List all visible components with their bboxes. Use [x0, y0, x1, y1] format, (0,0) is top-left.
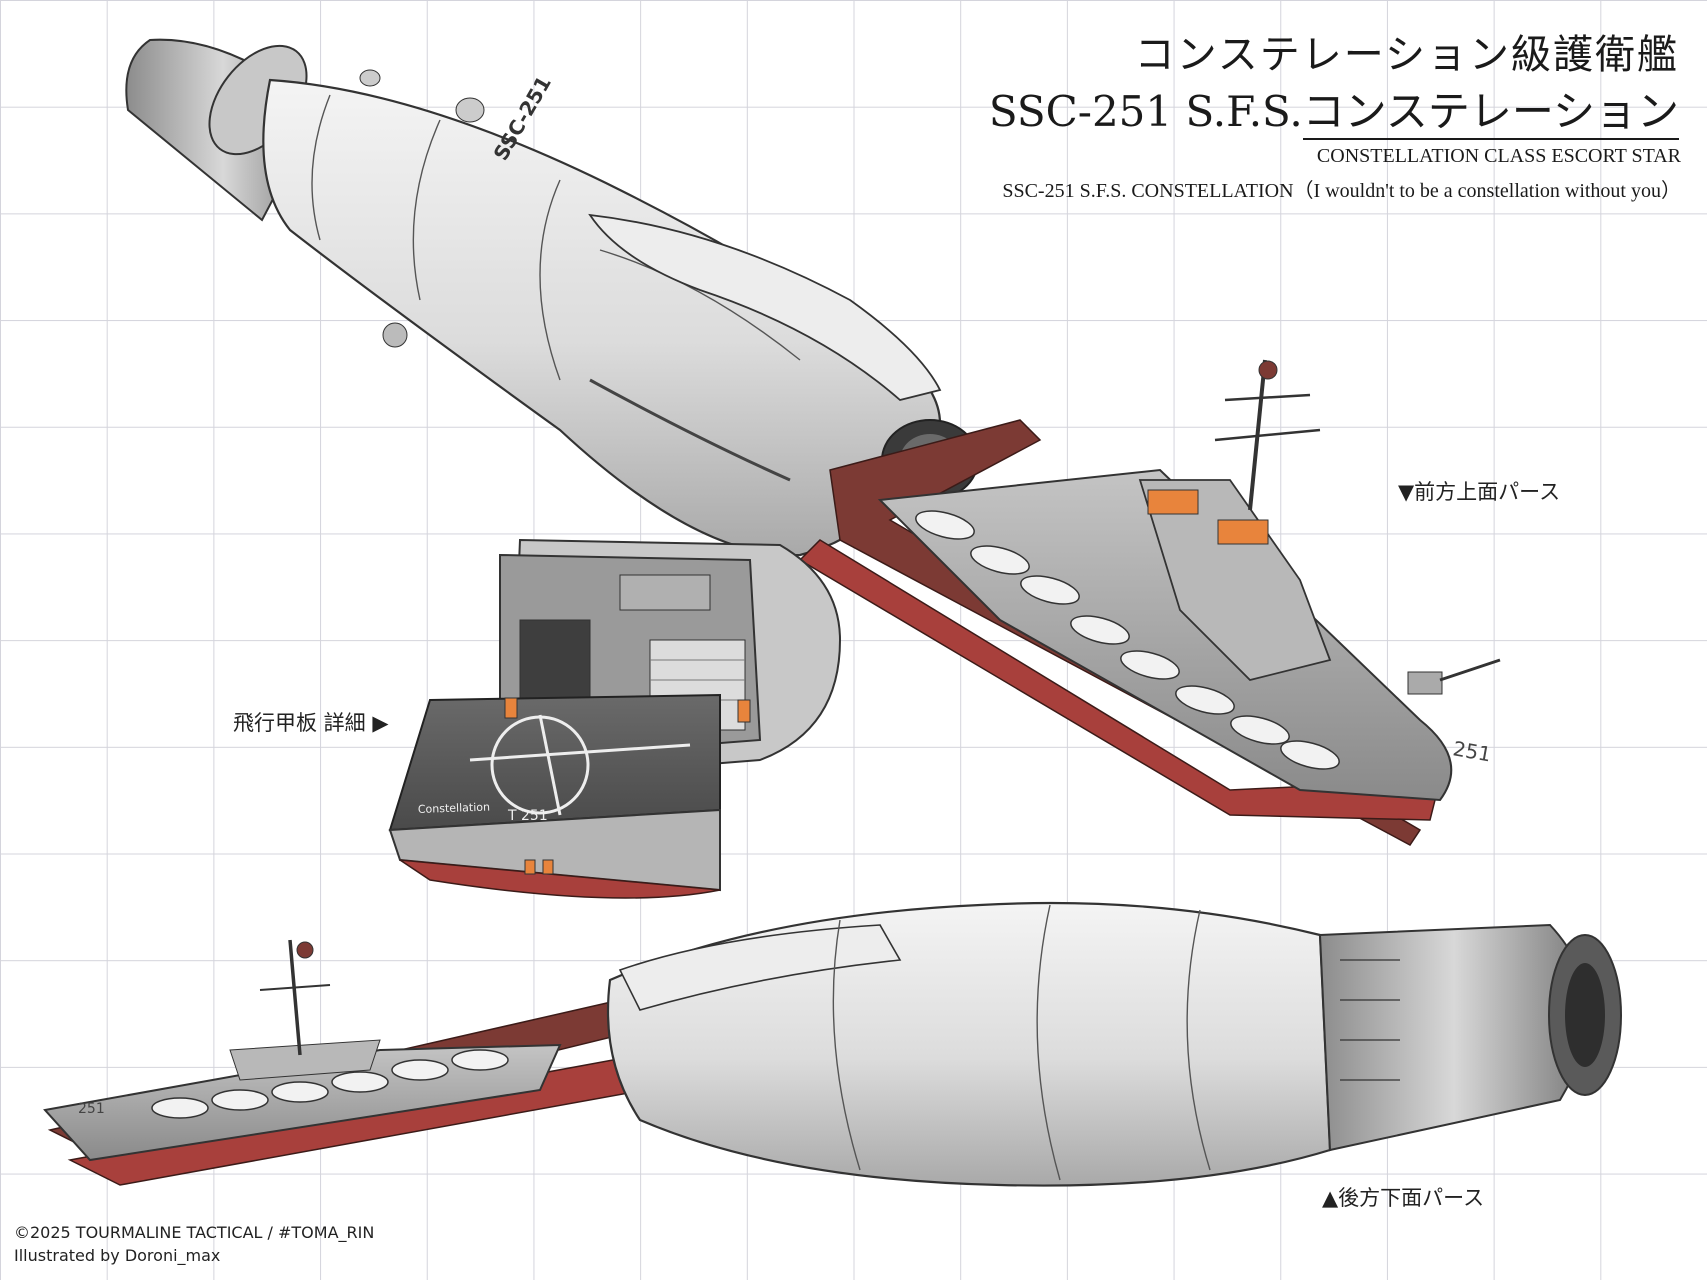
- copyright-credit: ©2025 TOURMALINE TACTICAL / #TOMA_RIN: [14, 1223, 375, 1242]
- superstructure: [1138, 479, 1332, 681]
- missile-pods: [915, 510, 1340, 770]
- rear-mast: [288, 939, 302, 1056]
- rear-engine-nozzle: [1318, 923, 1589, 1152]
- upper-canopy: [588, 213, 942, 401]
- rear-missile-pods: [151, 1049, 509, 1119]
- ship-designation: SSC-251 S.F.S.: [988, 87, 1303, 136]
- japanese-ship-title: SSC-251 S.F.S.コンステレーション: [988, 78, 1679, 140]
- caption-rear-lower-view: ▲後方下面パース: [1322, 1186, 1485, 1210]
- ship-name-jp: コンステレーション: [1302, 87, 1679, 140]
- english-ship-title: SSC-251 S.F.S. CONSTELLATION（I wouldn't …: [1002, 180, 1681, 202]
- rear-lower-view: 251: [43, 901, 1622, 1187]
- destroyer-hull: [877, 468, 1453, 802]
- front-upper-view: SSC-251 251: [125, 38, 1501, 846]
- caption-flight-deck-detail: 飛行甲板 詳細 ▶: [233, 711, 389, 735]
- deck-ship-name: Constellation: [418, 800, 491, 816]
- illustrator-credit: Illustrated by Doroni_max: [14, 1246, 221, 1265]
- flight-deck-detail: Constellation T 251: [388, 538, 842, 899]
- hull-number-top: 251: [1451, 736, 1493, 766]
- caption-front-upper-view: ▼前方上面パース: [1398, 480, 1561, 504]
- english-class-title: CONSTELLATION CLASS ESCORT STAR: [1316, 145, 1681, 167]
- japanese-class-title: コンステレーション級護衛艦: [1134, 32, 1679, 78]
- deck-number: T 251: [507, 808, 548, 824]
- hull-number-bottom: 251: [78, 1101, 105, 1117]
